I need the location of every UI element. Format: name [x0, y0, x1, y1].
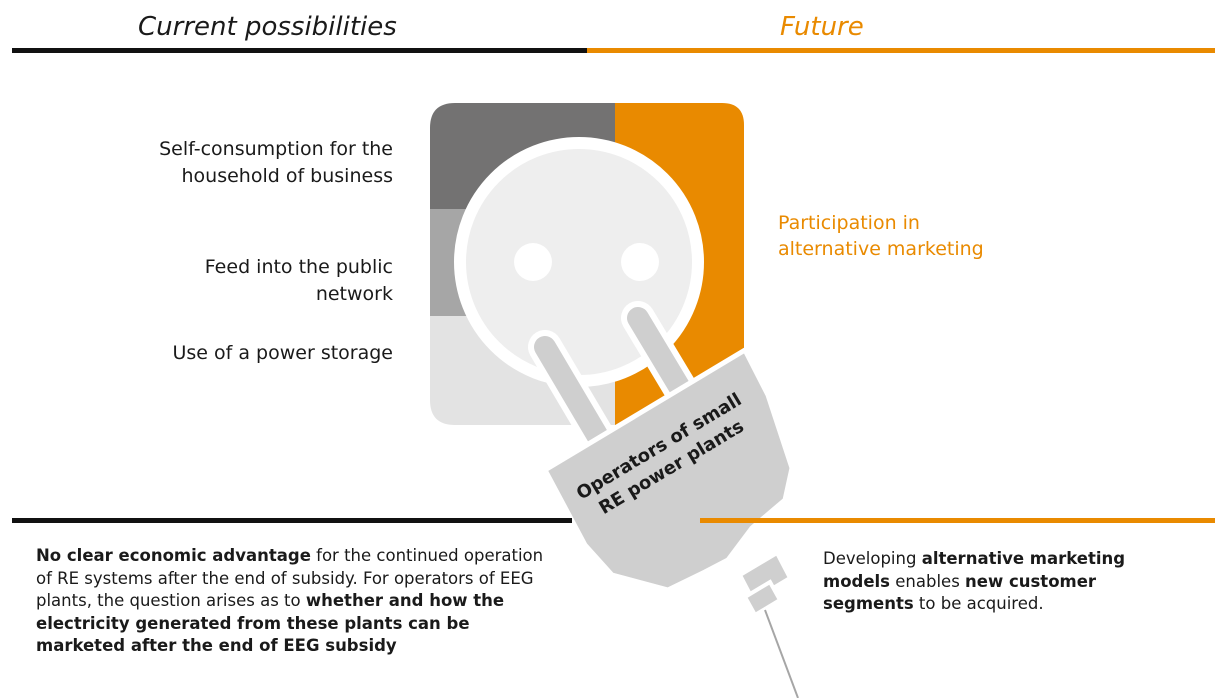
- future-bold-2: new customer segments: [823, 571, 1097, 614]
- future-situation-text: Developing alternative marketing models …: [823, 548, 1183, 616]
- future-title: Future: [780, 12, 864, 42]
- plug-ridge-1: [737, 550, 793, 603]
- current-text-1: for the continued operation of RE system…: [36, 546, 544, 610]
- current-possibilities-title: Current possibilities: [138, 12, 397, 42]
- bottom-divider-current: [12, 518, 572, 523]
- future-text-2: enables: [890, 571, 966, 591]
- option-self-consumption: Self-consumption for the household of bu…: [159, 138, 393, 187]
- top-divider-future: [587, 48, 1215, 53]
- plug-cable: [764, 609, 799, 698]
- option-power-storage: Use of a power storage: [172, 342, 393, 364]
- future-option-alternative-marketing: Participation in alternative marketing: [778, 212, 984, 260]
- plug: Operators of small RE power plants: [528, 301, 799, 698]
- option-feed-in: Feed into the public network: [204, 256, 393, 305]
- top-divider-current: [12, 48, 587, 53]
- plug-prong-left: [534, 336, 611, 451]
- future-bold-1: alternative marketing models: [823, 549, 1126, 591]
- future-text-1: Developing: [823, 549, 922, 568]
- plug-ridge-2: [742, 579, 783, 618]
- socket-hole-right: [621, 243, 659, 281]
- plug-body: [542, 347, 795, 593]
- future-text-3: to be acquired.: [913, 594, 1044, 613]
- current-bold-1: No clear economic advantage: [36, 546, 311, 565]
- socket-hole-left: [514, 243, 552, 281]
- current-situation-text: No clear economic advantage for the cont…: [36, 545, 556, 658]
- current-bold-2: whether and how the electricity generate…: [36, 591, 505, 655]
- bottom-divider-future: [700, 518, 1215, 523]
